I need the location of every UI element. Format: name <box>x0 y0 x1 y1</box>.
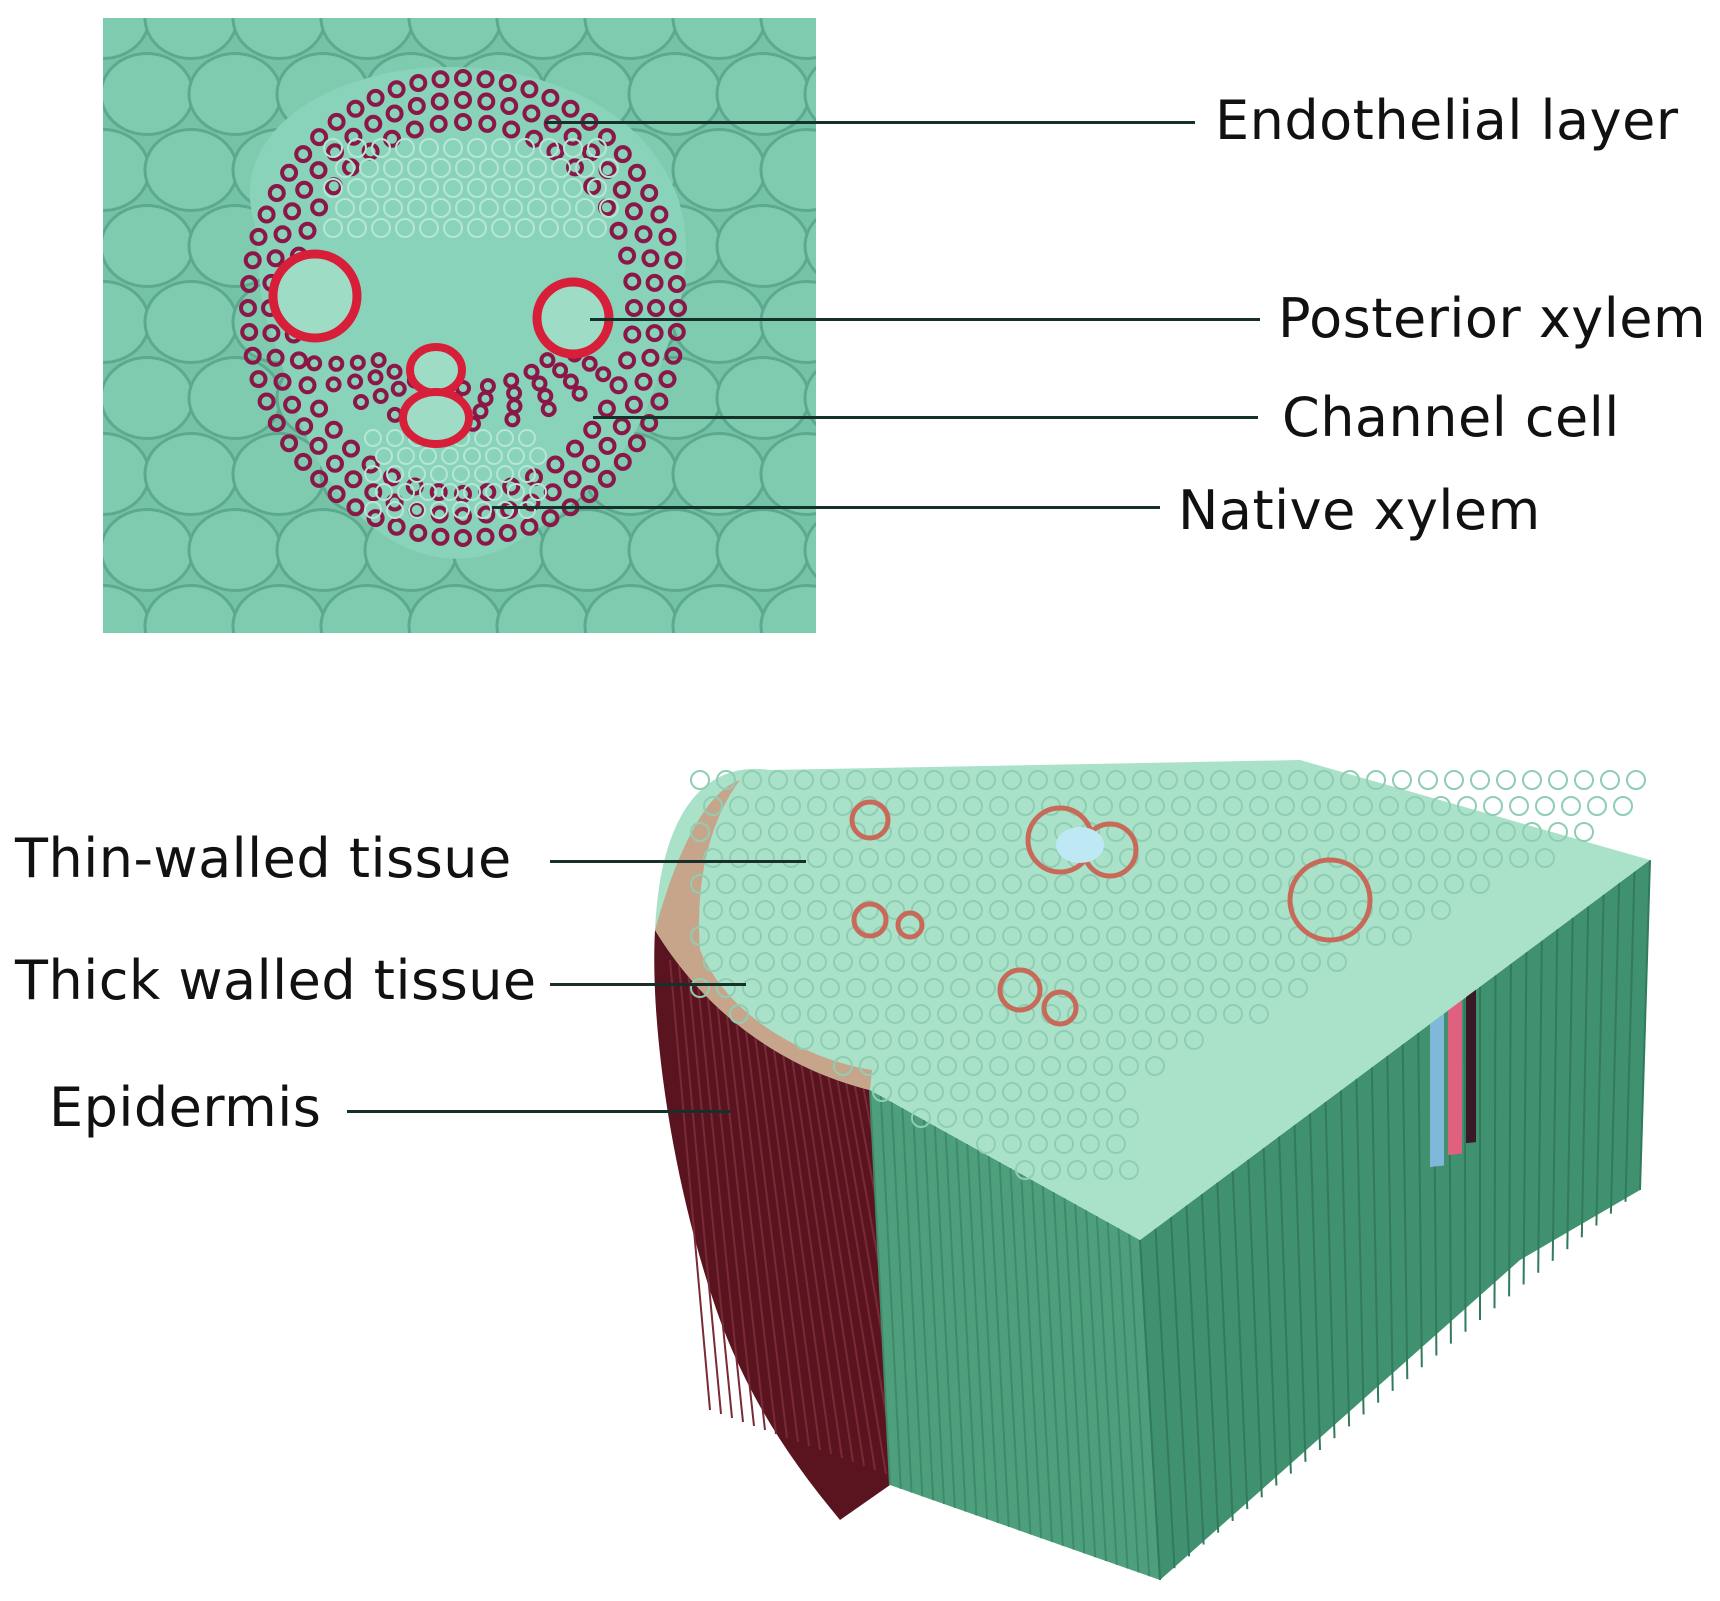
vascular-bundle <box>249 66 687 559</box>
thick-walled-band <box>655 780 872 1090</box>
label-channel-cell: Channel cell <box>1282 386 1620 449</box>
leader-thick-walled-tissue <box>550 983 746 986</box>
phloem-cells <box>323 138 619 519</box>
label-endothelial-layer: Endothelial layer <box>1215 89 1679 152</box>
protoxylem-vessel-upper <box>406 343 466 397</box>
endothelial-cells <box>239 69 687 547</box>
label-posterior-xylem: Posterior xylem <box>1278 287 1707 350</box>
label-thin-walled-tissue: Thin-walled tissue <box>15 827 512 890</box>
leader-thin-walled-tissue <box>550 860 806 863</box>
leader-epidermis <box>347 1110 730 1113</box>
leader-channel-cell <box>593 416 1258 419</box>
protoxylem-vessel-lower <box>399 388 473 448</box>
leader-endothelial-layer <box>545 121 1195 124</box>
label-thick-walled-tissue: Thick walled tissue <box>15 949 537 1012</box>
metaxylem-vessel-left <box>268 249 362 343</box>
label-epidermis: Epidermis <box>49 1076 322 1139</box>
right-cut-face <box>1140 860 1650 1580</box>
block-model <box>654 760 1651 1580</box>
top-face <box>655 760 1650 1240</box>
leader-native-xylem <box>492 506 1160 509</box>
outer-curved-face <box>654 930 890 1520</box>
leader-posterior-xylem <box>590 318 1260 321</box>
micrograph-panel <box>103 18 816 633</box>
top-bundle-phloem <box>1056 827 1104 863</box>
label-native-xylem: Native xylem <box>1178 479 1541 542</box>
